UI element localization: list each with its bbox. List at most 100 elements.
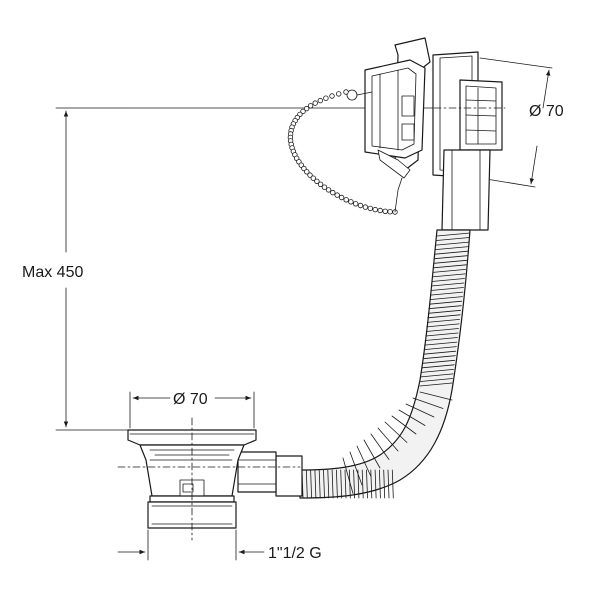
hose-rib <box>425 328 459 332</box>
hose-rib <box>424 341 458 346</box>
hose-rib <box>427 309 462 314</box>
overflow-plate <box>432 51 506 231</box>
chain-bead <box>353 201 359 207</box>
hose-rib <box>428 305 462 310</box>
hose-rib <box>342 457 354 494</box>
chain-bead <box>387 208 393 215</box>
hose-rib <box>405 403 435 418</box>
chain-bead <box>307 172 313 178</box>
hose-rib <box>353 469 356 499</box>
hose-rib <box>356 445 372 477</box>
hose-rib <box>433 259 468 264</box>
hose-rib <box>370 469 373 499</box>
chain-bead <box>307 103 314 109</box>
hose-rib <box>305 469 308 499</box>
chain-bead <box>321 184 328 190</box>
hose-rib <box>344 469 347 499</box>
hose-rib <box>419 382 453 387</box>
chain-bead <box>348 199 354 205</box>
hose-rib <box>391 469 394 499</box>
hose-rib <box>310 469 313 499</box>
hose-rib <box>327 469 330 499</box>
hose-connector <box>275 455 303 497</box>
hose-rib <box>434 250 469 255</box>
chain-bead <box>343 89 349 95</box>
chain-bead <box>301 165 307 172</box>
hose-ribs <box>275 232 471 499</box>
hose-rib <box>387 469 390 499</box>
hose-rib <box>383 469 386 499</box>
chain-bead <box>377 207 383 214</box>
overflow-diameter-label: Ø 70 <box>529 103 564 120</box>
chain-bead <box>372 206 378 213</box>
chain-bead <box>343 197 349 203</box>
chain-bead <box>314 178 320 184</box>
hose-rib <box>428 300 463 305</box>
hose-rib <box>420 373 454 378</box>
chain-bead <box>312 100 318 106</box>
hose-rib <box>435 246 469 251</box>
hose-rib <box>429 291 464 296</box>
hose-rib <box>423 350 457 355</box>
plug-chain <box>287 89 403 215</box>
hose-rib <box>384 421 408 443</box>
chain-bead <box>317 181 324 187</box>
thread-dimension: 1"1/2 G <box>117 529 322 562</box>
chain-bead <box>303 105 310 112</box>
chain-bead <box>304 169 310 175</box>
hose-rib <box>430 282 465 287</box>
hose-rib <box>391 415 417 435</box>
hose-rib <box>366 469 368 499</box>
hose-rib <box>430 287 464 291</box>
hose-rib <box>331 469 334 499</box>
chain-bead <box>329 93 335 99</box>
overflow-extension-top <box>479 57 553 69</box>
hose-rib <box>433 255 468 260</box>
hose-rib <box>398 409 426 426</box>
hose-rib <box>432 268 467 273</box>
hose-rib <box>378 469 381 499</box>
hose-rib <box>377 427 399 452</box>
hose-rib <box>429 296 463 301</box>
overflow-arrow-top <box>542 69 551 109</box>
hose-rib <box>421 368 455 373</box>
chain-bead <box>330 189 336 196</box>
hose-rib <box>357 469 360 499</box>
chain-bead <box>325 187 332 193</box>
hose-rib <box>426 318 461 323</box>
hose-rib <box>419 391 453 401</box>
hose-rib <box>424 337 458 341</box>
hose-rib <box>423 346 457 351</box>
hose-rib <box>421 364 455 369</box>
chain-bead <box>323 95 329 101</box>
hose-rib <box>361 469 364 499</box>
hose-rib <box>363 439 381 469</box>
chain-link <box>394 177 403 213</box>
overflow-arrow-bottom <box>529 145 538 185</box>
chain-bead <box>362 204 369 210</box>
hose-rib <box>420 378 453 382</box>
chain-bead <box>382 208 388 214</box>
hose-rib <box>432 264 467 269</box>
chain-bead <box>357 202 364 209</box>
waste-outlet-pipe <box>237 451 277 493</box>
hose-rib <box>436 237 470 241</box>
height-label: Max 450 <box>22 264 83 281</box>
hose-rib <box>412 397 444 409</box>
chain-bead <box>367 205 373 212</box>
overflow-diameter-dimension: Ø 70 <box>479 57 564 188</box>
waste-diameter-dimension: Ø 70 <box>129 391 255 429</box>
hose-rib <box>427 314 461 319</box>
waste-body <box>117 417 301 541</box>
hose-rib <box>349 451 363 486</box>
chain-bead <box>336 91 342 97</box>
hose-rib <box>314 469 317 499</box>
hose-rib <box>348 469 351 499</box>
chain-bead <box>310 175 316 181</box>
hose-rib <box>426 323 460 328</box>
hose-rib <box>340 469 343 499</box>
hose-rib <box>422 359 456 364</box>
flexible-hose <box>275 229 471 499</box>
hose-rib <box>335 469 338 499</box>
